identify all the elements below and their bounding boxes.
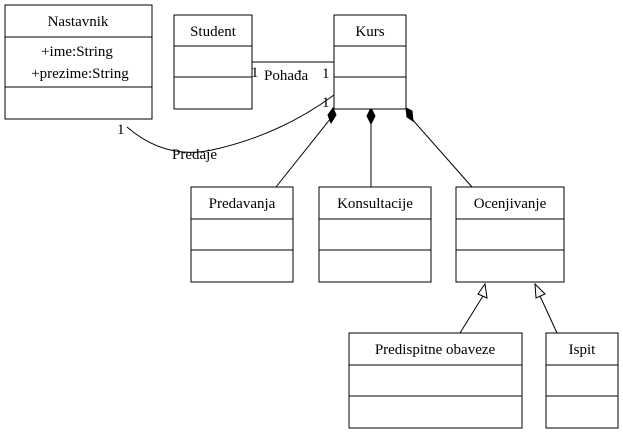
- ocenjivanje-composition-diamond: [405, 107, 414, 123]
- class-predavanja[interactable]: Predavanja: [190, 186, 294, 283]
- class-name: Predispitne obaveze: [375, 342, 496, 358]
- kurs-ocenjivanje-composition-line: [410, 117, 473, 188]
- predaje-label: Predaje: [172, 147, 217, 163]
- konsultacije-composition-diamond: [366, 106, 376, 126]
- class-nastavnik[interactable]: Nastavnik +ime:String +prezime:String: [4, 4, 153, 120]
- predaje-association-line: [126, 94, 335, 153]
- class-name: Predavanja: [209, 196, 276, 212]
- pohadja-label: Pohađa: [264, 68, 309, 84]
- predaje-mult-nastavnik: 1: [117, 122, 125, 138]
- ispit-generalization-arrowhead: [534, 282, 546, 299]
- predavanja-composition-diamond: [327, 106, 337, 125]
- class-name: Ispit: [569, 342, 597, 358]
- class-konsultacije[interactable]: Konsultacije: [318, 186, 432, 283]
- ispit-generalization-line: [539, 295, 558, 334]
- kurs-predavanja-composition-line: [275, 117, 332, 188]
- class-ocenjivanje[interactable]: Ocenjivanje: [455, 186, 565, 283]
- pohadja-mult-student: 1: [251, 65, 259, 81]
- attribute: +prezime:String: [31, 66, 129, 82]
- class-predispitne-obaveze[interactable]: Predispitne obaveze: [348, 332, 523, 429]
- pohadja-mult-kurs: 1: [322, 66, 330, 82]
- edges: [126, 61, 558, 334]
- predaje-mult-kurs: 1: [322, 95, 330, 111]
- predispitne-generalization-arrowhead: [477, 282, 488, 299]
- class-name: Student: [190, 24, 237, 40]
- class-name: Kurs: [355, 24, 384, 40]
- predispitne-generalization-line: [459, 295, 484, 334]
- class-name: Konsultacije: [337, 196, 413, 212]
- class-name: Nastavnik: [48, 14, 109, 30]
- class-kurs[interactable]: Kurs: [333, 14, 407, 110]
- class-name: Ocenjivanje: [474, 196, 547, 212]
- attribute: +ime:String: [41, 44, 113, 60]
- class-student[interactable]: Student: [173, 14, 253, 110]
- class-ispit[interactable]: Ispit: [545, 332, 619, 429]
